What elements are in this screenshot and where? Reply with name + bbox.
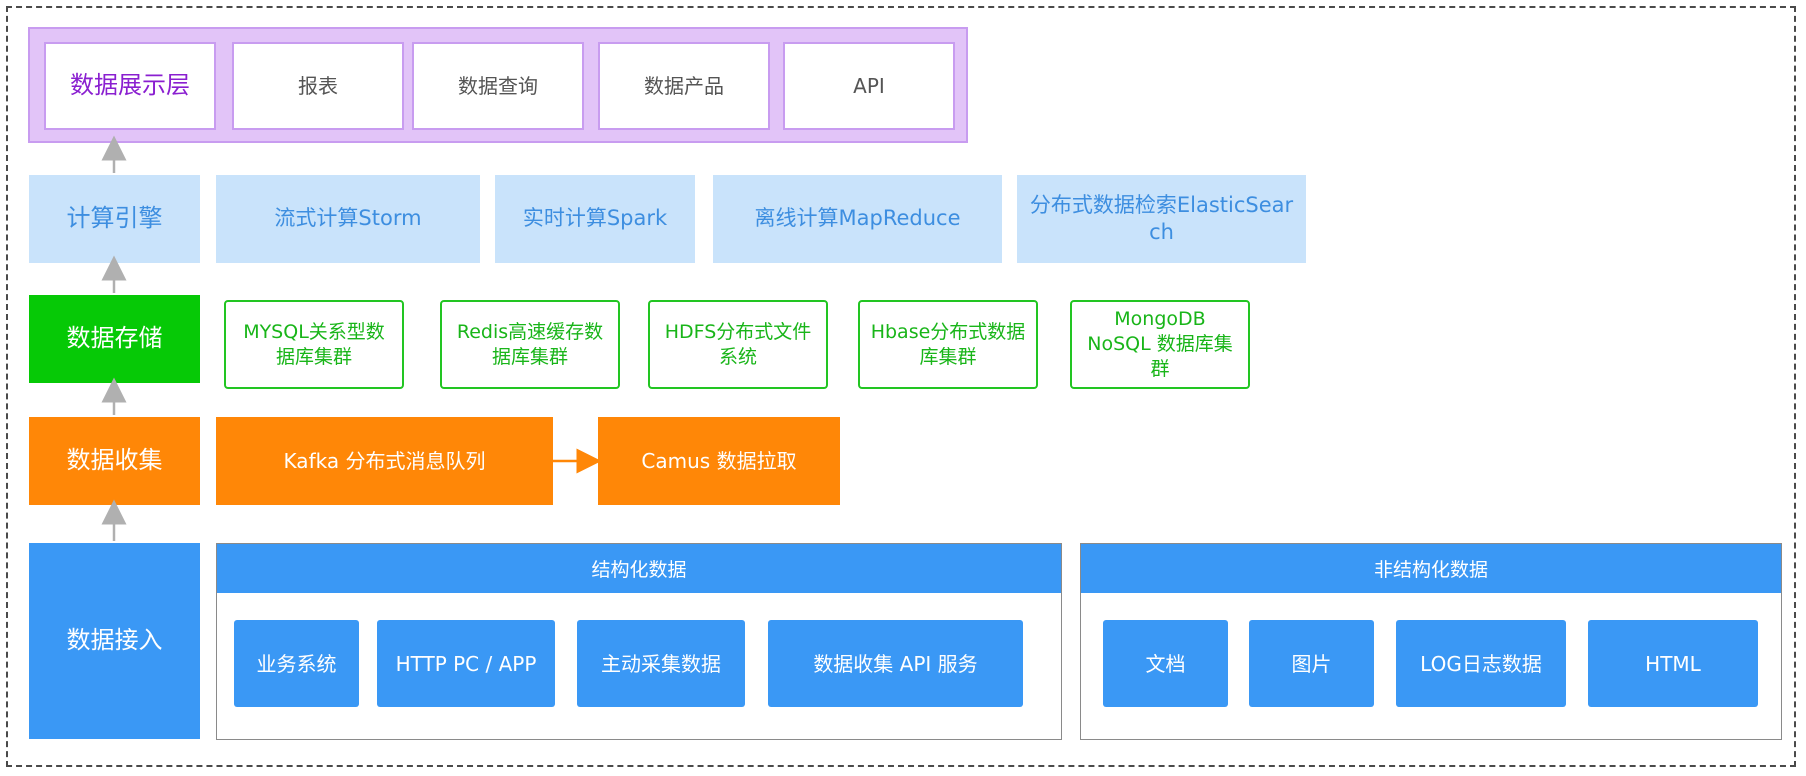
ingest-item-document: 文档: [1103, 620, 1228, 707]
display-item-query: 数据查询: [412, 42, 584, 130]
ingest-item-business-system: 业务系统: [234, 620, 359, 707]
compute-item-elasticsearch: 分布式数据检索ElasticSearch: [1017, 175, 1306, 263]
display-layer-title: 数据展示层: [44, 42, 216, 130]
collect-item-camus: Camus 数据拉取: [598, 417, 840, 505]
display-item-report: 报表: [232, 42, 404, 130]
outer-dashed-frame: [6, 6, 1796, 767]
compute-item-mapreduce: 离线计算MapReduce: [713, 175, 1002, 263]
compute-item-storm: 流式计算Storm: [216, 175, 480, 263]
ingest-item-http-pc-app: HTTP PC / APP: [377, 620, 555, 707]
ingest-item-active-collect: 主动采集数据: [577, 620, 745, 707]
ingest-layer-title: 数据接入: [29, 543, 200, 739]
display-item-product: 数据产品: [598, 42, 770, 130]
storage-item-mongodb: MongoDB NoSQL 数据库集群: [1070, 300, 1250, 389]
compute-layer-title: 计算引擎: [29, 175, 200, 263]
ingest-item-log-data: LOG日志数据: [1396, 620, 1566, 707]
ingest-item-image: 图片: [1249, 620, 1374, 707]
collect-layer-title: 数据收集: [29, 417, 200, 505]
storage-item-hbase: Hbase分布式数据库集群: [858, 300, 1038, 389]
storage-item-hdfs: HDFS分布式文件系统: [648, 300, 828, 389]
storage-layer-title: 数据存储: [29, 295, 200, 383]
storage-item-redis: Redis高速缓存数据库集群: [440, 300, 620, 389]
collect-item-kafka: Kafka 分布式消息队列: [216, 417, 553, 505]
structured-data-header: 结构化数据: [217, 544, 1061, 593]
storage-item-mysql: MYSQL关系型数据库集群: [224, 300, 404, 389]
ingest-item-html: HTML: [1588, 620, 1758, 707]
ingest-item-collect-api: 数据收集 API 服务: [768, 620, 1023, 707]
compute-item-spark: 实时计算Spark: [495, 175, 695, 263]
unstructured-data-header: 非结构化数据: [1081, 544, 1781, 593]
display-item-api: API: [783, 42, 955, 130]
